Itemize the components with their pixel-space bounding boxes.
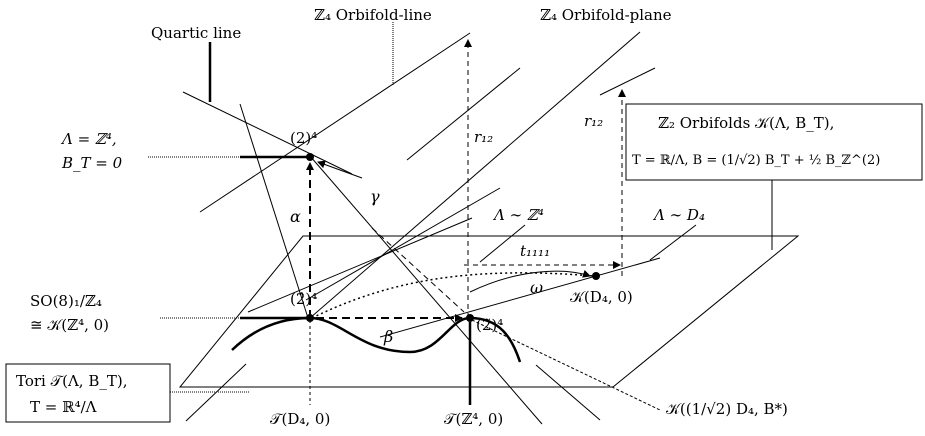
z2-box-line-1: ℤ₂ Orbifolds 𝒦(Λ, B_T),: [658, 114, 834, 132]
lambda-z4-label-1: Λ = ℤ⁴,: [60, 130, 117, 148]
thick-curve: [231, 316, 522, 363]
omega-curve: [469, 269, 591, 293]
gamma-dashed: [371, 227, 465, 313]
omega-label: ω: [530, 278, 543, 297]
t-z4-0-label: 𝒯(ℤ⁴, 0): [444, 410, 503, 428]
lambda-sim-z4-label: Λ ∼ ℤ⁴: [492, 206, 544, 224]
point-2-4: [306, 153, 314, 161]
point-hat: [306, 314, 314, 322]
z2-orbifold-box: [625, 103, 923, 181]
k-d4-0-label: 𝒦(D₄, 0): [570, 288, 633, 306]
orbifold-plane-upper: [309, 31, 641, 319]
tori-box-line-2: T = ℝ⁴/Λ: [30, 398, 97, 416]
z4-orbifold-plane-line: [406, 67, 521, 161]
quartic-line: [182, 91, 353, 175]
orbifold-plane-top: [599, 67, 656, 96]
base-plane: [178, 235, 800, 388]
so8-label-1: SO(8)₁/ℤ₄: [30, 292, 102, 310]
hat-2-4-label: (2̂)⁴: [290, 290, 317, 308]
t-d4-0-label: 𝒯(D₄, 0): [270, 410, 330, 428]
k-half-d4-line: [535, 364, 601, 421]
gamma-arrow: [317, 160, 363, 179]
lambda-z4-label-2: B_T = 0: [61, 154, 123, 172]
gamma-line: [309, 155, 543, 425]
tilde-2-4-label: (2̃)⁴: [476, 316, 503, 334]
t1111-label: t₁₁₁₁: [520, 242, 550, 260]
dotted-path: [311, 272, 595, 319]
left-line-to-hat: [239, 103, 309, 319]
z4-orbifold-plane-label: ℤ₄ Orbifold-plane: [540, 6, 672, 24]
lambda-z4-pointer: [479, 224, 526, 263]
k-half-d4-label: 𝒦((1/√2) D₄, B*): [666, 400, 788, 418]
beta-label: β: [383, 327, 393, 346]
upper-left-line-1: [247, 217, 473, 313]
tori-line-right: [379, 257, 661, 338]
r12-right-label: r₁₂: [584, 112, 603, 130]
point-tilde: [466, 314, 474, 322]
point-2-4-label: (2)⁴: [290, 129, 317, 147]
tori-box-line-1: Tori 𝒯(Λ, B_T),: [16, 372, 127, 390]
upper-left-line-2: [305, 187, 501, 301]
tori-box: [5, 363, 171, 423]
quartic-line-label: Quartic line: [151, 24, 241, 42]
alpha-label: α: [290, 207, 301, 226]
z4-orbifold-line: [199, 32, 471, 213]
r12-left-label: r₁₂: [474, 128, 493, 146]
gamma-label: γ: [370, 187, 380, 206]
lambda-d4-pointer: [649, 224, 697, 261]
z2-box-line-2: T = ℝ/Λ, B = (1/√2) B_T + ½ B_ℤ^(2): [632, 153, 880, 168]
point-k-d4: [592, 272, 600, 280]
so8-label-2: ≅ 𝒦(ℤ⁴, 0): [30, 316, 109, 334]
z4-orbifold-line-label: ℤ₄ Orbifold-line: [314, 6, 432, 24]
lambda-sim-d4-label: Λ ∼ D₄: [652, 206, 705, 224]
